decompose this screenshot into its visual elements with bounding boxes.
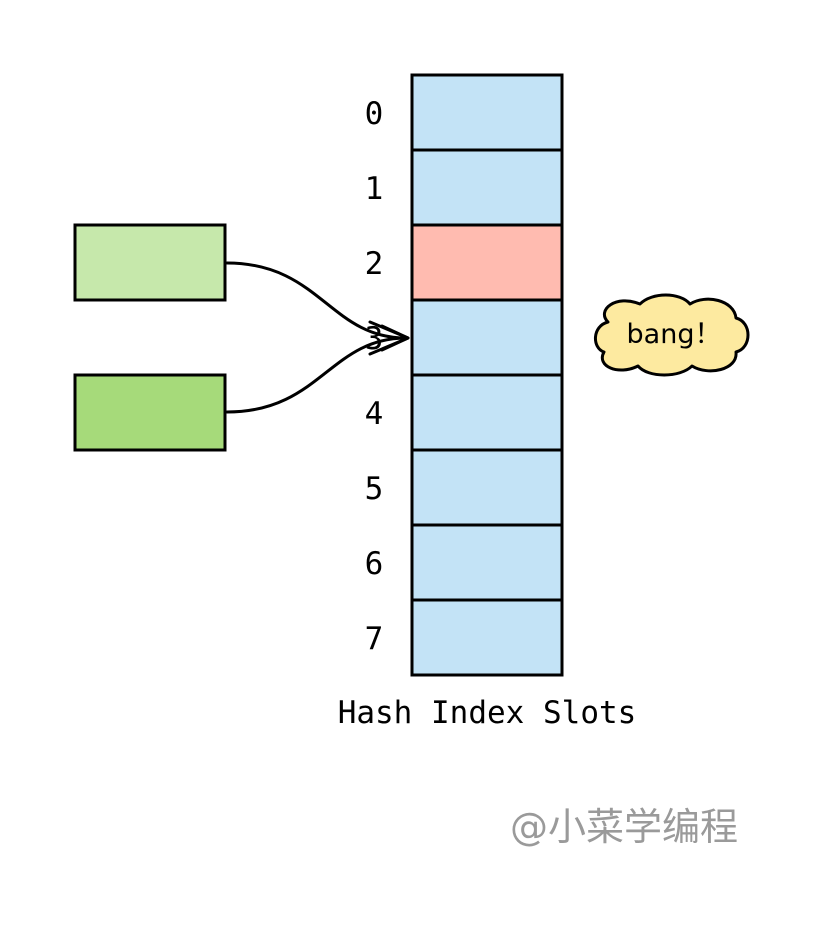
hash-slot-2 [410,223,564,302]
key-box-2 [73,373,227,452]
bang-callout: bang！ [594,293,750,377]
arrowhead-icon [368,320,410,356]
hash-slot-1 [410,148,564,227]
bang-label: bang！ [627,319,722,350]
hash-slot-6 [410,523,564,602]
hash-slots-caption: Hash Index Slots [338,695,637,731]
key-box-1 [73,223,227,302]
hash-arrow-1 [225,261,408,340]
hash-slot-table [410,73,564,677]
slot-index-label: 7 [365,621,384,657]
hash-slot-0 [410,73,564,152]
slot-index-label: 4 [365,396,384,432]
slot-index-label: 2 [365,246,384,282]
watermark: @小菜学编程 [510,805,738,849]
slot-index-labels: 0 1 2 3 4 5 6 7 [365,96,384,657]
hash-arrow-2 [225,336,408,414]
hash-slot-3-collision [410,298,564,377]
slot-index-label: 1 [365,171,384,207]
slot-index-label: 5 [365,471,384,507]
slot-index-label: 0 [365,96,384,132]
hash-slot-5 [410,448,564,527]
hash-slot-7 [410,598,564,677]
hash-slot-4 [410,373,564,452]
slot-index-label: 6 [365,546,384,582]
cloud-icon [594,293,750,377]
